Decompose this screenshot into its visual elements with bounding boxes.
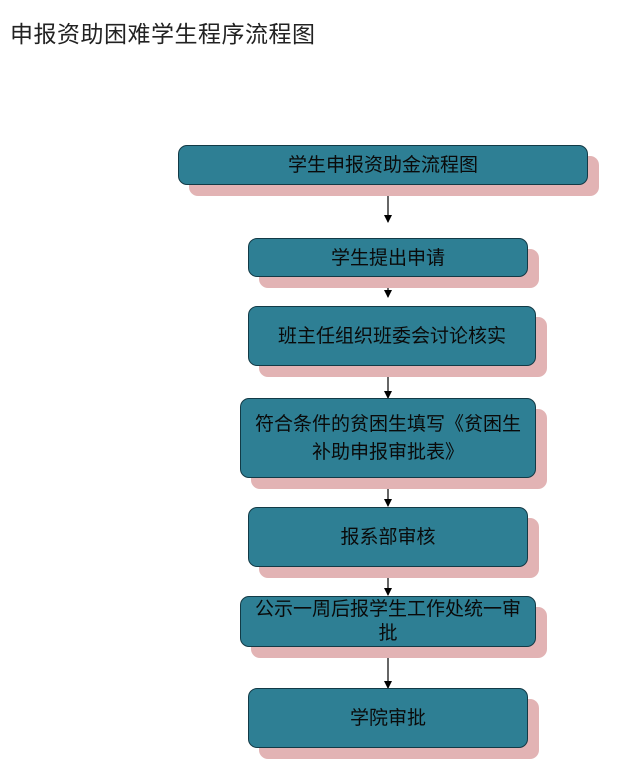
flow-step-2-label: 学生提出申请 [330,246,445,269]
flow-step-6: 公示一周后报学生工作处统一审批 [240,596,536,647]
flow-step-5-label: 报系部审核 [340,526,436,548]
flow-step-6-label: 公示一周后报学生工作处统一审批 [254,598,521,644]
flow-step-1-label: 学生申报资助金流程图 [287,154,478,176]
flow-step-4-label: 符合条件的贫困生填写《贫困生补助申报审批表》 [254,413,521,463]
flow-step-7: 学院审批 [248,688,528,748]
flow-step-2: 学生提出申请 [248,238,528,277]
flow-step-5: 报系部审核 [248,507,528,567]
flow-step-7-label: 学院审批 [349,707,426,729]
flow-step-3: 班主任组织班委会讨论核实 [248,306,536,366]
flow-step-1: 学生申报资助金流程图 [178,145,588,185]
page-title: 申报资助困难学生程序流程图 [10,22,316,48]
flow-step-3-label: 班主任组织班委会讨论核实 [277,325,506,347]
flow-step-4: 符合条件的贫困生填写《贫困生补助申报审批表》 [240,398,536,478]
